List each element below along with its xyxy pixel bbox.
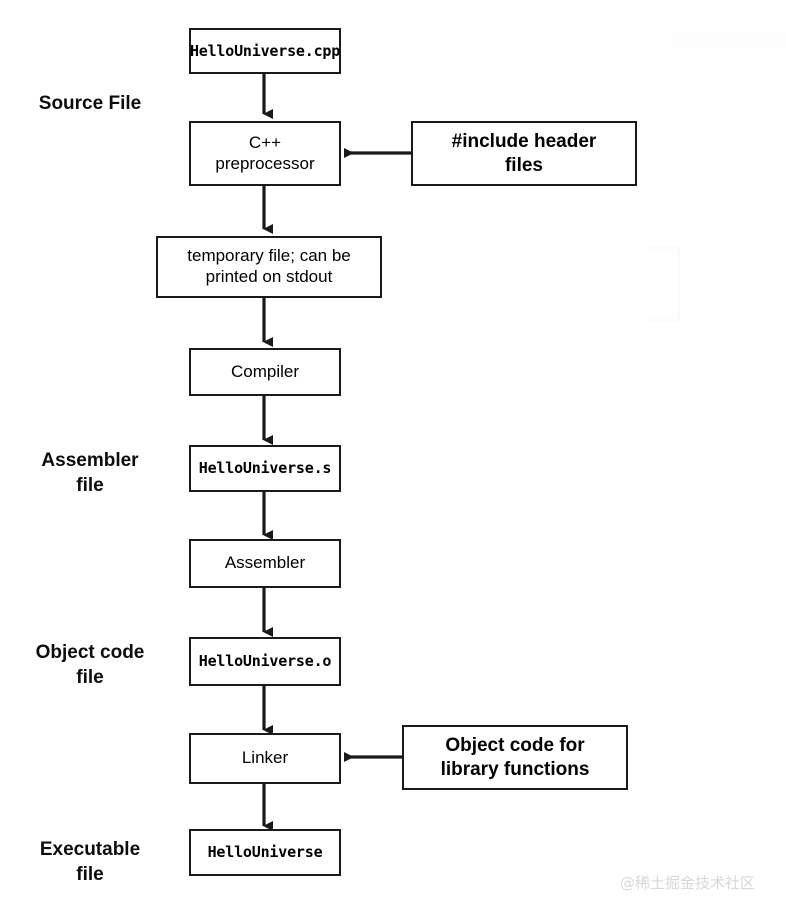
stage-label-object-code-file: Object code file xyxy=(35,642,145,688)
node-temporary-file[interactable]: temporary file; can be printed on stdout xyxy=(156,236,382,298)
stage-label-source-file: Source File xyxy=(38,93,142,114)
node-executable[interactable]: HelloUniverse xyxy=(189,829,341,876)
node-source-cpp[interactable]: HelloUniverse.cpp xyxy=(189,28,341,74)
node-assembler[interactable]: Assembler xyxy=(189,539,341,588)
node-compiler[interactable]: Compiler xyxy=(189,348,341,396)
stage-label-executable-file: Executable file xyxy=(39,839,141,885)
ghost-artifact-top xyxy=(672,33,786,47)
node-object-file[interactable]: HelloUniverse.o xyxy=(189,637,341,686)
watermark-text: @稀土掘金技术社区 xyxy=(620,874,756,892)
node-linker[interactable]: Linker xyxy=(189,733,341,784)
node-cpp-preprocessor[interactable]: C++ preprocessor xyxy=(189,121,341,186)
stage-label-assembler-file: Assembler file xyxy=(41,450,139,496)
node-library-object-code[interactable]: Object code for library functions xyxy=(402,725,628,790)
node-assembly-file[interactable]: HelloUniverse.s xyxy=(189,445,341,492)
node-include-headers[interactable]: #include header files xyxy=(411,121,637,186)
ghost-bracket-artifact xyxy=(648,246,680,322)
